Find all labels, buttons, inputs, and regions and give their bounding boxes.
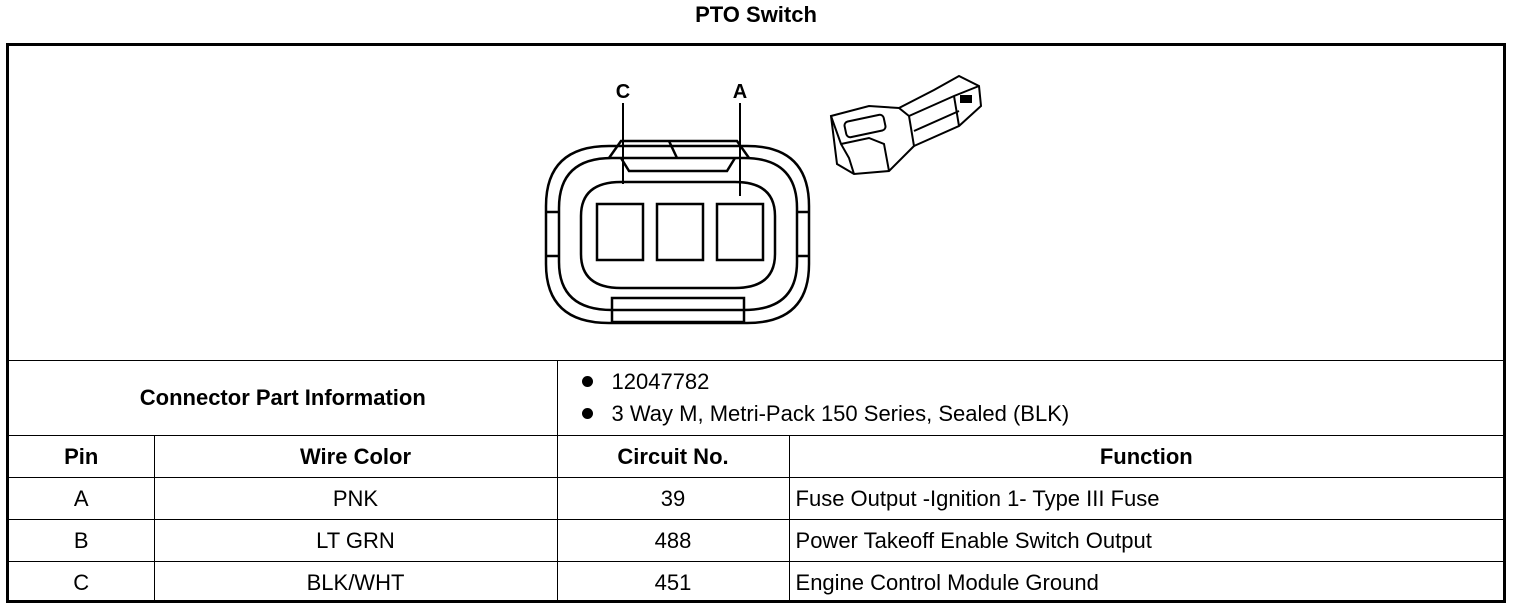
- pin-label-c: C: [616, 81, 630, 103]
- connector-housing-outline: [544, 144, 811, 325]
- header-circuit: Circuit No.: [556, 435, 790, 478]
- connector-info-label: Connector Part Information: [9, 361, 558, 436]
- function-cell: Engine Control Module Ground: [788, 561, 1504, 603]
- connector-cavity: [579, 180, 777, 290]
- connector-key: [610, 296, 746, 324]
- connector-latch: [607, 139, 751, 159]
- table-row: A PNK 39 Fuse Output -Ignition 1- Type I…: [9, 477, 1504, 520]
- connector-3d-illustration: [829, 74, 983, 176]
- table-row: B LT GRN 488 Power Takeoff Enable Switch…: [9, 519, 1504, 562]
- wire-color-cell: LT GRN: [153, 519, 558, 562]
- circuit-cell: 488: [556, 519, 790, 562]
- pin-cavity-c: [595, 202, 645, 262]
- part-description: 3 Way M, Metri-Pack 150 Series, Sealed (…: [581, 398, 1504, 430]
- table-row: C BLK/WHT 451 Engine Control Module Grou…: [9, 561, 1504, 603]
- connector-info-row: Connector Part Information 12047782 3 Wa…: [9, 361, 1504, 436]
- header-pin: Pin: [9, 435, 155, 478]
- function-cell: Fuse Output -Ignition 1- Type III Fuse: [788, 477, 1504, 520]
- pin-cell: A: [9, 477, 155, 520]
- connector-parts-cell: 12047782 3 Way M, Metri-Pack 150 Series,…: [556, 361, 1504, 436]
- header-function: Function: [788, 435, 1504, 478]
- header-wire-color: Wire Color: [153, 435, 558, 478]
- table-header-row: Pin Wire Color Circuit No. Function: [9, 435, 1504, 478]
- connector-diagram: C A: [9, 46, 1503, 361]
- connector-face-drawing: C A: [544, 74, 983, 325]
- wire-color-cell: PNK: [153, 477, 558, 520]
- pin-label-a: A: [733, 81, 747, 103]
- pin-cell: B: [9, 519, 155, 562]
- pin-cavity-b: [655, 202, 705, 262]
- connector-parts-list: 12047782 3 Way M, Metri-Pack 150 Series,…: [558, 366, 1504, 430]
- part-number: 12047782: [581, 366, 1504, 398]
- wire-color-cell: BLK/WHT: [153, 561, 558, 603]
- circuit-cell: 39: [556, 477, 790, 520]
- page-title: PTO Switch: [695, 2, 817, 27]
- connector-sheet: C A Connector Part Information: [6, 43, 1506, 603]
- circuit-cell: 451: [556, 561, 790, 603]
- pin-cavity-a: [715, 202, 765, 262]
- pinout-table: Connector Part Information 12047782 3 Wa…: [9, 361, 1504, 603]
- function-cell: Power Takeoff Enable Switch Output: [788, 519, 1504, 562]
- pin-cell: C: [9, 561, 155, 603]
